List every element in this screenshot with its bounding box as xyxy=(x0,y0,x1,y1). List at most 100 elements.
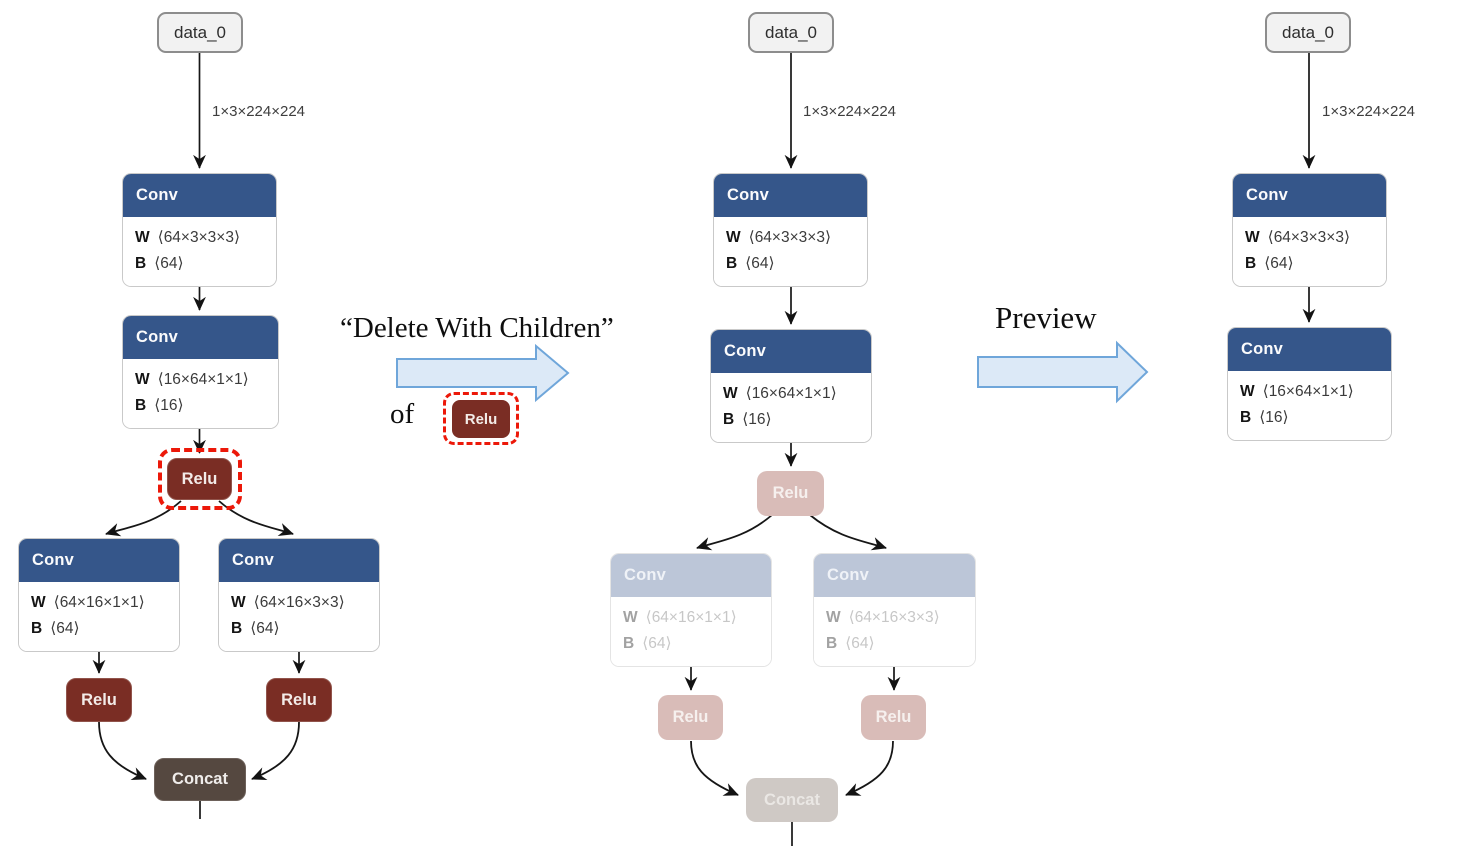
param-value: ⟨64⟩ xyxy=(745,255,775,272)
node-conv1-preview[interactable]: Conv W⟨64×3×3×3⟩ B ⟨64⟩ xyxy=(1232,173,1387,287)
conv-params: W ⟨16×64×1×1⟩ B ⟨16⟩ xyxy=(1228,371,1391,440)
param-row-w: W ⟨64×16×3×3⟩ xyxy=(826,605,963,631)
param-key: W xyxy=(135,371,150,388)
preview-block-arrow xyxy=(977,340,1149,404)
conv-params: W ⟨64×16×3×3⟩ B⟨64⟩ xyxy=(814,597,975,666)
param-row-w: W⟨64×3×3×3⟩ xyxy=(1245,225,1374,251)
edge-shape-label-original: 1×3×224×224 xyxy=(212,103,306,120)
node-data0-original[interactable]: data_0 xyxy=(157,12,243,53)
param-key: B xyxy=(1245,255,1257,272)
param-value: ⟨64⟩ xyxy=(845,635,875,652)
param-value: ⟨64×3×3×3⟩ xyxy=(157,229,240,246)
edge-relu2-concat-left xyxy=(98,721,147,780)
param-value: ⟨64×16×1×1⟩ xyxy=(53,594,145,611)
operation-label: “Delete With Children” xyxy=(340,312,614,344)
param-row-b: B ⟨64⟩ xyxy=(1245,251,1374,277)
param-key: W xyxy=(826,609,841,626)
param-row-b: B ⟨16⟩ xyxy=(135,393,266,419)
node-relu-right-original[interactable]: Relu xyxy=(266,678,332,722)
node-data0-marked[interactable]: data_0 xyxy=(748,12,834,53)
node-conv-branch-right-marked[interactable]: Conv W⟨64×16×3×3⟩ B⟨64⟩ xyxy=(813,553,976,667)
node-conv1-marked[interactable]: Conv W⟨64×3×3×3⟩ B ⟨64⟩ xyxy=(713,173,868,287)
selection-ring-relu xyxy=(158,448,242,510)
param-key: B xyxy=(231,620,243,637)
conv-params: W⟨64×3×3×3⟩ B ⟨64⟩ xyxy=(714,217,867,286)
param-key: B xyxy=(723,411,735,428)
edge-relu2-concat-mid xyxy=(690,740,739,796)
node-concat-original[interactable]: Concat xyxy=(154,758,246,801)
param-value: ⟨64⟩ xyxy=(642,635,672,652)
param-value: ⟨64⟩ xyxy=(50,620,80,637)
param-row-b: B⟨16⟩ xyxy=(723,407,859,433)
edge-relu-branchright-mid xyxy=(809,514,887,551)
param-value: ⟨16×64×1×1⟩ xyxy=(745,385,837,402)
param-row-w: W⟨64×3×3×3⟩ xyxy=(726,225,855,251)
node-conv-branch-right-original[interactable]: Conv W ⟨64×16×3×3⟩ B⟨64⟩ xyxy=(218,538,380,652)
conv-title: Conv xyxy=(714,174,867,217)
param-key: B xyxy=(135,397,147,414)
node-concat-marked[interactable]: Concat xyxy=(746,778,838,822)
param-row-w: W ⟨64×16×3×3⟩ xyxy=(231,590,367,616)
param-value: ⟨64×3×3×3⟩ xyxy=(1267,229,1350,246)
node-conv-branch-left-marked[interactable]: Conv W⟨64×16×1×1⟩ B⟨64⟩ xyxy=(610,553,772,667)
param-key: W xyxy=(1240,383,1255,400)
param-value: ⟨64×16×3×3⟩ xyxy=(253,594,345,611)
node-conv1-original[interactable]: Conv W⟨64×3×3×3⟩ B⟨64⟩ xyxy=(122,173,277,287)
node-conv2-marked[interactable]: Conv W ⟨16×64×1×1⟩ B⟨16⟩ xyxy=(710,329,872,443)
param-key: W xyxy=(135,229,150,246)
param-key: B xyxy=(726,255,738,272)
operation-target-relu-chip: Relu xyxy=(452,400,510,438)
node-relu-marked[interactable]: Relu xyxy=(757,471,824,516)
conv-params: W⟨64×16×1×1⟩ B ⟨64⟩ xyxy=(611,597,771,666)
param-row-b: B ⟨16⟩ xyxy=(1240,405,1379,431)
conv-title: Conv xyxy=(1233,174,1386,217)
param-row-w: W ⟨16×64×1×1⟩ xyxy=(723,381,859,407)
edge-relu3-concat-mid xyxy=(845,740,894,796)
conv-params: W⟨16×64×1×1⟩ B ⟨16⟩ xyxy=(123,359,278,428)
param-value: ⟨16×64×1×1⟩ xyxy=(1262,383,1354,400)
param-value: ⟨64⟩ xyxy=(154,255,184,272)
conv-params: W⟨64×3×3×3⟩ B ⟨64⟩ xyxy=(1233,217,1386,286)
node-data0-preview[interactable]: data_0 xyxy=(1265,12,1351,53)
conv-title: Conv xyxy=(219,539,379,582)
param-row-b: B⟨64⟩ xyxy=(231,616,367,642)
node-conv2-original[interactable]: Conv W⟨16×64×1×1⟩ B ⟨16⟩ xyxy=(122,315,279,429)
delete-block-arrow xyxy=(396,343,570,403)
node-conv2-preview[interactable]: Conv W⟨16×64×1×1⟩ B⟨16⟩ xyxy=(1227,327,1392,441)
conv-title: Conv xyxy=(19,539,179,582)
param-row-b: B ⟨64⟩ xyxy=(726,251,855,277)
param-row-w: W⟨16×64×1×1⟩ xyxy=(135,367,266,393)
param-row-b: B ⟨64⟩ xyxy=(135,251,264,277)
param-key: W xyxy=(31,594,46,611)
edge-relu-branchleft-mid xyxy=(696,514,773,551)
node-relu-right-marked[interactable]: Relu xyxy=(861,695,926,740)
conv-params: W ⟨16×64×1×1⟩ B⟨16⟩ xyxy=(711,373,871,442)
param-value: ⟨64×16×3×3⟩ xyxy=(848,609,940,626)
operation-prefix-label: of xyxy=(390,398,415,430)
param-value: ⟨64×3×3×3⟩ xyxy=(748,229,831,246)
param-row-b: B⟨64⟩ xyxy=(826,631,963,657)
param-row-w: W⟨64×16×1×1⟩ xyxy=(623,605,759,631)
node-relu-left-original[interactable]: Relu xyxy=(66,678,132,722)
conv-title: Conv xyxy=(123,316,278,359)
param-row-b: B ⟨64⟩ xyxy=(623,631,759,657)
param-key: B xyxy=(623,635,635,652)
param-value: ⟨16⟩ xyxy=(1259,409,1289,426)
conv-title: Conv xyxy=(711,330,871,373)
param-value: ⟨16⟩ xyxy=(154,397,184,414)
param-key: W xyxy=(723,385,738,402)
param-value: ⟨64⟩ xyxy=(1264,255,1294,272)
node-conv-branch-left-original[interactable]: Conv W ⟨64×16×1×1⟩ B ⟨64⟩ xyxy=(18,538,180,652)
param-key: B xyxy=(1240,409,1252,426)
param-key: W xyxy=(231,594,246,611)
preview-label: Preview xyxy=(995,300,1097,335)
param-key: B xyxy=(31,620,43,637)
param-key: W xyxy=(623,609,638,626)
node-relu-left-marked[interactable]: Relu xyxy=(658,695,723,740)
node-relu-selected-original[interactable]: Relu xyxy=(167,458,232,500)
param-row-w: W ⟨64×3×3×3⟩ xyxy=(135,225,264,251)
param-key: B xyxy=(135,255,147,272)
edge-shape-label-marked: 1×3×224×224 xyxy=(803,103,897,120)
